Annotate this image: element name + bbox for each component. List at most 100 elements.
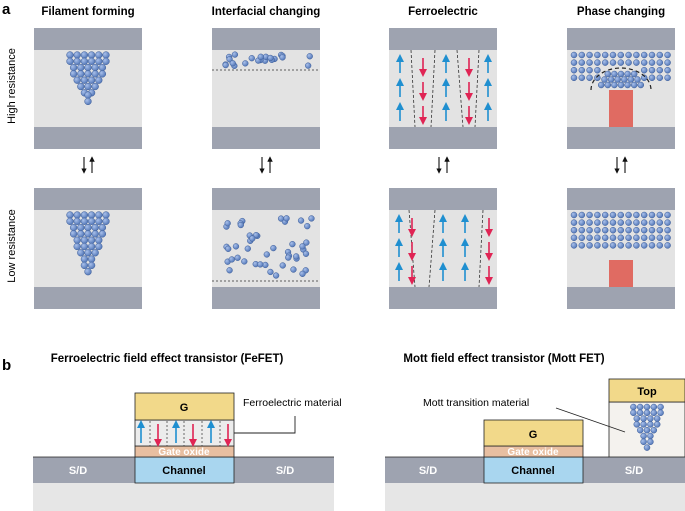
atom — [267, 268, 274, 276]
atom — [624, 70, 631, 78]
device-high-1 — [212, 28, 320, 149]
atom — [87, 236, 96, 244]
atom — [611, 70, 618, 78]
atom — [570, 66, 578, 74]
atom — [95, 76, 103, 84]
atom — [657, 403, 664, 411]
atom — [102, 51, 110, 59]
atom — [578, 66, 586, 74]
atom — [625, 226, 632, 234]
atom — [647, 438, 654, 446]
atom — [586, 59, 593, 66]
atom — [77, 63, 85, 72]
atom — [664, 242, 671, 249]
atom — [84, 91, 92, 99]
atom — [586, 66, 593, 74]
atom — [66, 57, 74, 65]
atom — [657, 409, 664, 417]
atom — [73, 217, 81, 225]
atom — [586, 51, 593, 59]
atom — [607, 76, 615, 83]
atom — [614, 76, 621, 83]
atom — [283, 215, 290, 222]
top-electrode — [212, 28, 320, 50]
atom — [66, 51, 74, 59]
atom — [73, 211, 81, 219]
atom — [656, 211, 664, 219]
atom — [648, 234, 656, 242]
fefet-material-label: Ferroelectric material — [243, 397, 342, 409]
row-label-high: High resistance — [6, 48, 18, 124]
atom — [98, 223, 107, 232]
atom — [302, 250, 310, 257]
atom — [578, 219, 586, 226]
atom — [80, 76, 89, 84]
atom — [609, 51, 617, 59]
top-electrode — [34, 28, 142, 50]
bottom-electrode — [34, 127, 142, 149]
atom — [617, 211, 625, 219]
atom — [98, 63, 107, 72]
heater-block — [609, 260, 633, 287]
mott-atoms — [630, 403, 664, 451]
switching-layer — [389, 50, 497, 127]
atom — [87, 76, 96, 84]
atom — [84, 230, 92, 238]
atom — [633, 51, 640, 59]
atom — [578, 211, 586, 219]
atom — [630, 81, 638, 89]
atom — [647, 415, 654, 422]
atom — [84, 268, 92, 276]
atom — [640, 74, 648, 82]
mott-channel-label: Channel — [511, 465, 554, 477]
atom — [656, 66, 664, 74]
fefet-substrate — [33, 483, 334, 511]
atom — [249, 235, 256, 242]
atom — [640, 226, 648, 234]
atom — [95, 57, 103, 65]
atom — [578, 226, 586, 234]
atom — [578, 59, 586, 66]
atom — [570, 242, 578, 249]
top-electrode — [389, 188, 497, 210]
atom — [594, 242, 601, 249]
atom — [648, 219, 656, 226]
atom — [91, 70, 99, 78]
atom — [263, 251, 270, 258]
atom — [586, 211, 593, 219]
atom — [306, 53, 313, 60]
atom — [578, 234, 586, 242]
atom — [229, 60, 236, 67]
atom — [625, 219, 632, 226]
atom — [625, 242, 632, 249]
atom — [648, 226, 656, 234]
domain-wall — [410, 49, 416, 128]
atom — [225, 245, 232, 252]
atom — [594, 74, 601, 82]
atom — [601, 51, 609, 59]
atom — [633, 415, 641, 422]
atom — [611, 81, 618, 89]
atom — [601, 234, 609, 242]
atom — [102, 211, 110, 219]
atom — [634, 76, 641, 83]
atom — [648, 74, 656, 82]
atom — [647, 432, 654, 440]
fefet-gate-label: G — [180, 402, 189, 414]
atom — [640, 242, 648, 249]
atom — [621, 76, 628, 83]
atom — [656, 219, 664, 226]
atom — [570, 219, 578, 226]
atom — [226, 267, 233, 274]
atom — [650, 403, 658, 411]
atom — [640, 234, 648, 242]
atom — [609, 219, 617, 226]
atom — [640, 415, 647, 422]
atom — [95, 211, 103, 219]
atom — [87, 211, 96, 219]
atom — [648, 66, 656, 74]
bottom-electrode — [389, 287, 497, 309]
atom — [664, 66, 671, 74]
mott-top-electrode — [608, 378, 685, 403]
fefet-sd-left — [33, 457, 135, 483]
